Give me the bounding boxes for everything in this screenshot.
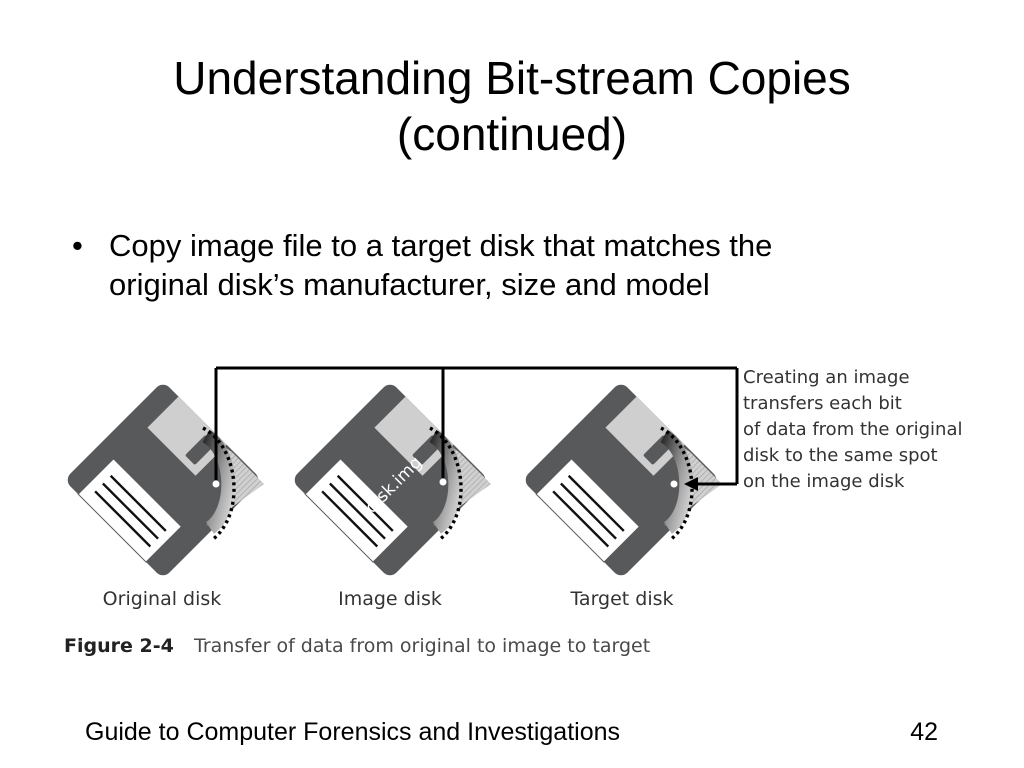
bullet-dot: •	[72, 228, 83, 263]
annotation-line-3: of data from the original	[743, 419, 963, 440]
figure-caption-text: Transfer of data from original to image …	[193, 635, 650, 657]
footer-course-title: Guide to Computer Forensics and Investig…	[85, 718, 620, 746]
annotation-line-5: on the image disk	[743, 471, 905, 492]
annotation-text: Creating an image transfers each bit of …	[743, 367, 963, 492]
arrow-left-icon	[684, 477, 698, 491]
slide-title-line-1: Understanding Bit-stream Copies	[173, 52, 851, 104]
image-disk-label: Image disk	[338, 588, 442, 610]
original-disk-icon	[62, 379, 264, 581]
image-disk-icon: disk.img	[289, 379, 491, 581]
figure-caption-label: Figure 2-4	[64, 635, 174, 657]
slide-title-line-2: (continued)	[396, 108, 628, 160]
bullet-list: • Copy image file to a target disk that …	[72, 226, 972, 304]
bullet-item: • Copy image file to a target disk that …	[72, 226, 972, 304]
target-disk-label: Target disk	[569, 588, 673, 610]
original-disk-label: Original disk	[103, 588, 222, 610]
slide-title: Understanding Bit-stream Copies (continu…	[0, 50, 1024, 162]
bullet-text-line-1: Copy image file to a target disk that ma…	[109, 228, 773, 263]
bullet-text-line-2: original disk’s manufacturer, size and m…	[109, 267, 710, 302]
annotation-line-1: Creating an image	[743, 367, 910, 388]
connector-lines	[214, 366, 739, 486]
annotation-line-2: transfers each bit	[743, 393, 902, 414]
footer-page-number: 42	[910, 718, 938, 746]
annotation-line-4: disk to the same spot	[743, 445, 938, 466]
